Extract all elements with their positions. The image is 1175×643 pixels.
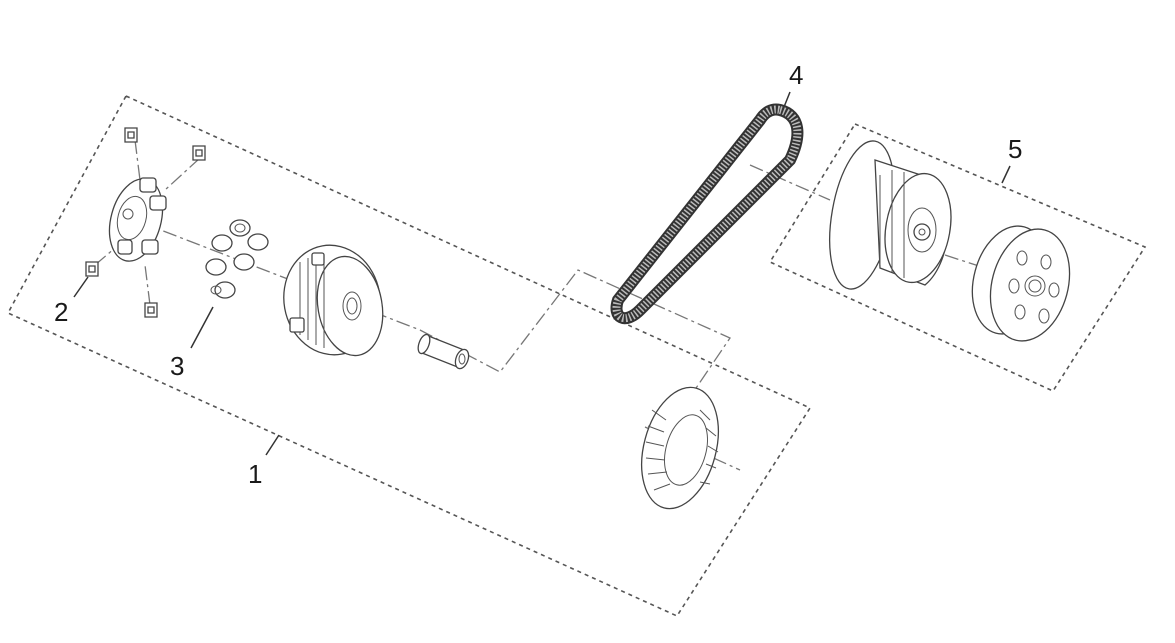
axis-line-slider-4 — [144, 264, 151, 306]
driven-pulley-clutch — [829, 140, 952, 290]
leader-line-1 — [265, 434, 280, 456]
roller-weights — [205, 219, 269, 299]
callout-2: 2 — [54, 297, 68, 327]
collar-bushing — [417, 333, 470, 370]
ramp-plate — [108, 177, 167, 262]
callout-4: 4 — [789, 60, 803, 90]
drive-face-fan — [641, 386, 719, 510]
callout-5: 5 — [1008, 134, 1022, 164]
callout-3: 3 — [170, 351, 184, 381]
leader-line-5 — [1001, 165, 1011, 184]
axis-line-driven — [749, 164, 831, 201]
group-box-1 — [6, 94, 812, 618]
leader-line-3 — [190, 306, 214, 349]
group-box-5 — [768, 122, 1147, 393]
leader-line-4 — [781, 91, 791, 113]
axis-line-slider-2 — [164, 157, 201, 191]
axis-line-slider-1 — [134, 139, 141, 181]
leader-line-2 — [73, 276, 89, 298]
drive-belt — [610, 103, 804, 325]
clutch-bell — [971, 225, 1071, 342]
variator — [283, 244, 384, 357]
callout-1: 1 — [248, 459, 262, 489]
slider-guides — [85, 127, 206, 318]
